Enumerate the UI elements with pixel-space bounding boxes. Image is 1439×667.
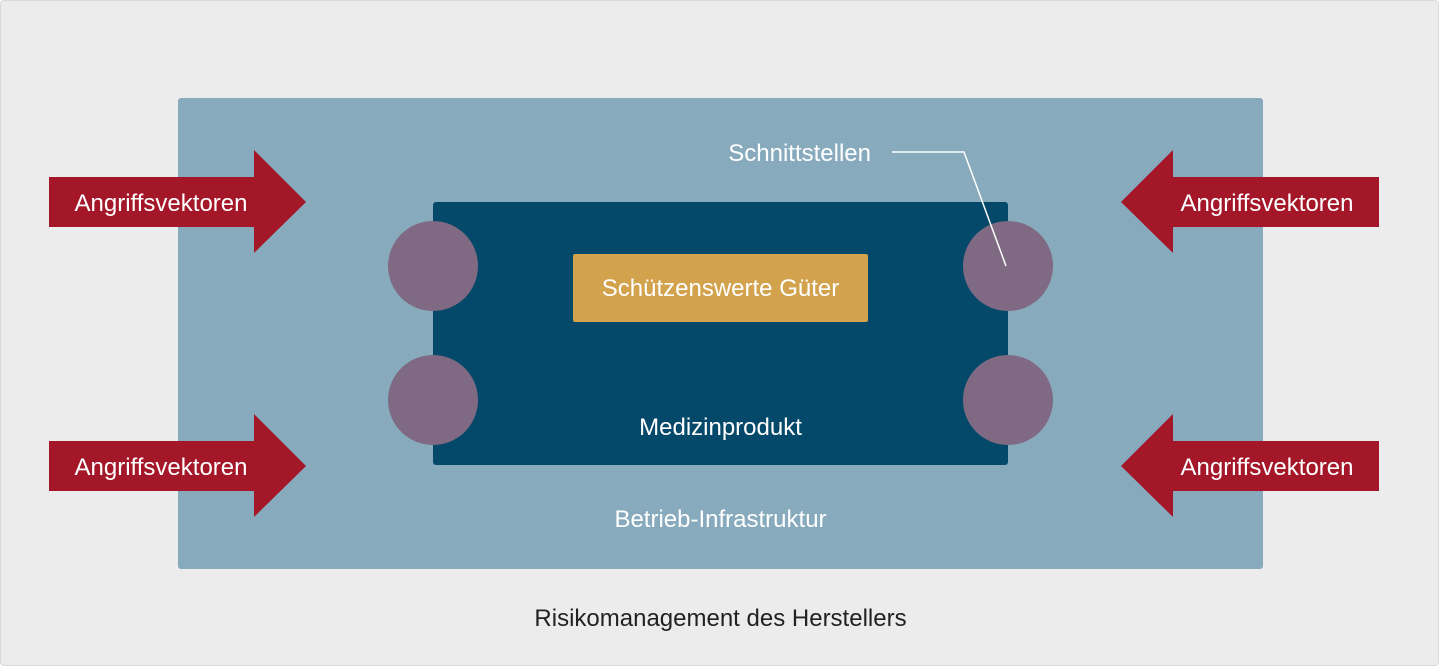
interfaces-label: Schnittstellen: [728, 140, 871, 167]
manufacturer-label: Risikomanagement des Herstellers: [534, 605, 906, 632]
attack-vector-label-top-right: Angriffsvektoren: [1181, 190, 1354, 217]
attack-vector-label-top-left: Angriffsvektoren: [75, 190, 248, 217]
attack-vector-label-bottom-left: Angriffsvektoren: [75, 454, 248, 481]
infrastructure-label: Betrieb-Infrastruktur: [614, 506, 826, 533]
interface-circle-top-right: [963, 221, 1053, 311]
device-label: Medizinprodukt: [639, 414, 802, 441]
attack-arrow-bottom-right: [1121, 414, 1379, 517]
interface-circle-bottom-left: [388, 355, 478, 445]
attack-arrow-top-right: [1121, 150, 1379, 253]
attack-arrow-bottom-left: [49, 414, 306, 517]
interface-circle-top-left: [388, 221, 478, 311]
attack-arrow-top-left: [49, 150, 306, 253]
assets-label: Schützenswerte Güter: [602, 275, 839, 302]
interface-circle-bottom-right: [963, 355, 1053, 445]
interfaces-leader-line: [892, 151, 1007, 267]
attack-vector-label-bottom-right: Angriffsvektoren: [1181, 454, 1354, 481]
assets-box: [573, 254, 868, 322]
